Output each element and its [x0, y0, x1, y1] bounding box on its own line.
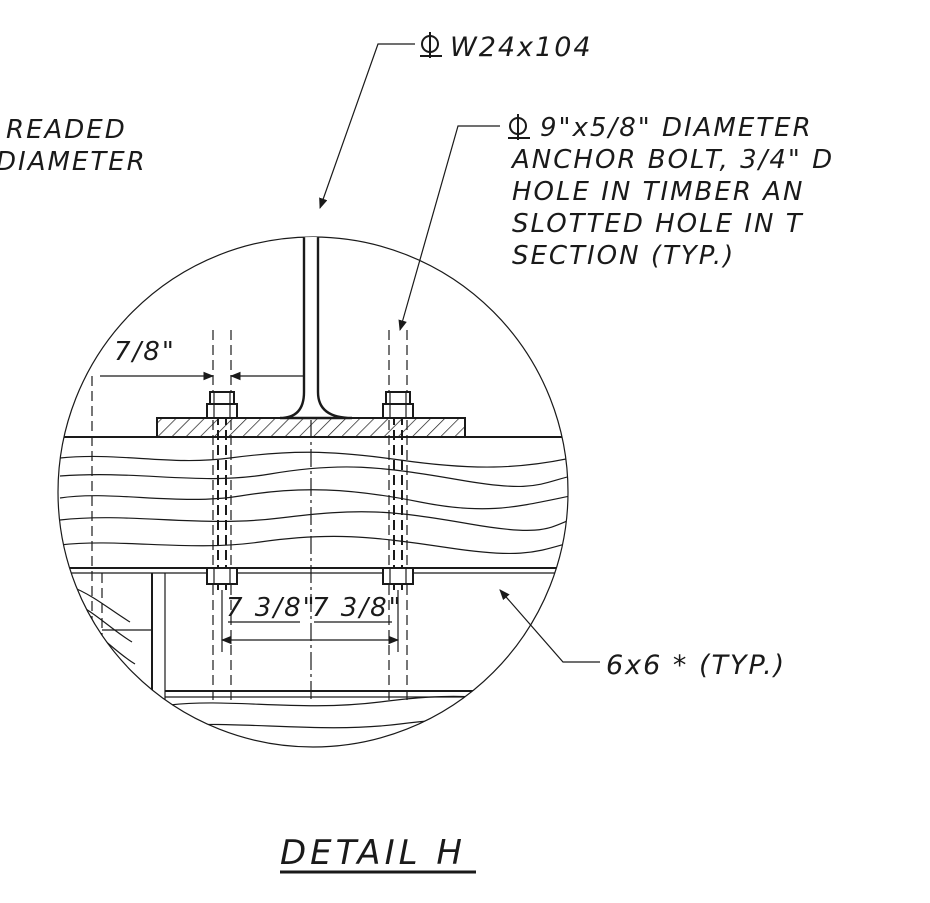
edge-dimension-label: 7/8": [114, 337, 176, 367]
timber-label: 6x6 * (TYP.): [606, 650, 786, 681]
spacing-dimension: [220, 590, 400, 652]
left-spacing-label: 7 3/8": [226, 593, 317, 623]
centerline-symbol-beam: [420, 32, 442, 58]
svg-text:HOLE IN TIMBER AN: HOLE IN TIMBER AN: [512, 177, 804, 207]
svg-text:SLOTTED HOLE IN T: SLOTTED HOLE IN T: [512, 209, 804, 239]
svg-text:DIAMETER: DIAMETER: [0, 147, 147, 177]
centerline-symbol-bolt: [508, 114, 530, 140]
bolt-leader: [398, 125, 500, 332]
beam-leader: [319, 43, 415, 210]
svg-text:READED: READED: [6, 115, 127, 145]
beam-web: [279, 237, 353, 420]
detail-title: DETAIL H: [280, 833, 466, 873]
left-note: READED DIAMETER: [0, 115, 147, 177]
wood-grain: [59, 451, 568, 731]
anchor-bolt-right: [382, 330, 414, 700]
anchor-bolt-left: [206, 330, 238, 700]
detail-content: [58, 237, 568, 747]
right-spacing-label: 7 3/8": [312, 593, 403, 623]
bolt-note: 9"x5/8" DIAMETER ANCHOR BOLT, 3/4" D HOL…: [510, 113, 834, 271]
svg-text:9"x5/8" DIAMETER: 9"x5/8" DIAMETER: [540, 113, 813, 143]
svg-text:SECTION (TYP.): SECTION (TYP.): [512, 241, 735, 271]
svg-text:ANCHOR BOLT, 3/4" D: ANCHOR BOLT, 3/4" D: [510, 145, 834, 175]
beam-label: W24x104: [450, 32, 593, 63]
timber-leader: [499, 589, 600, 663]
